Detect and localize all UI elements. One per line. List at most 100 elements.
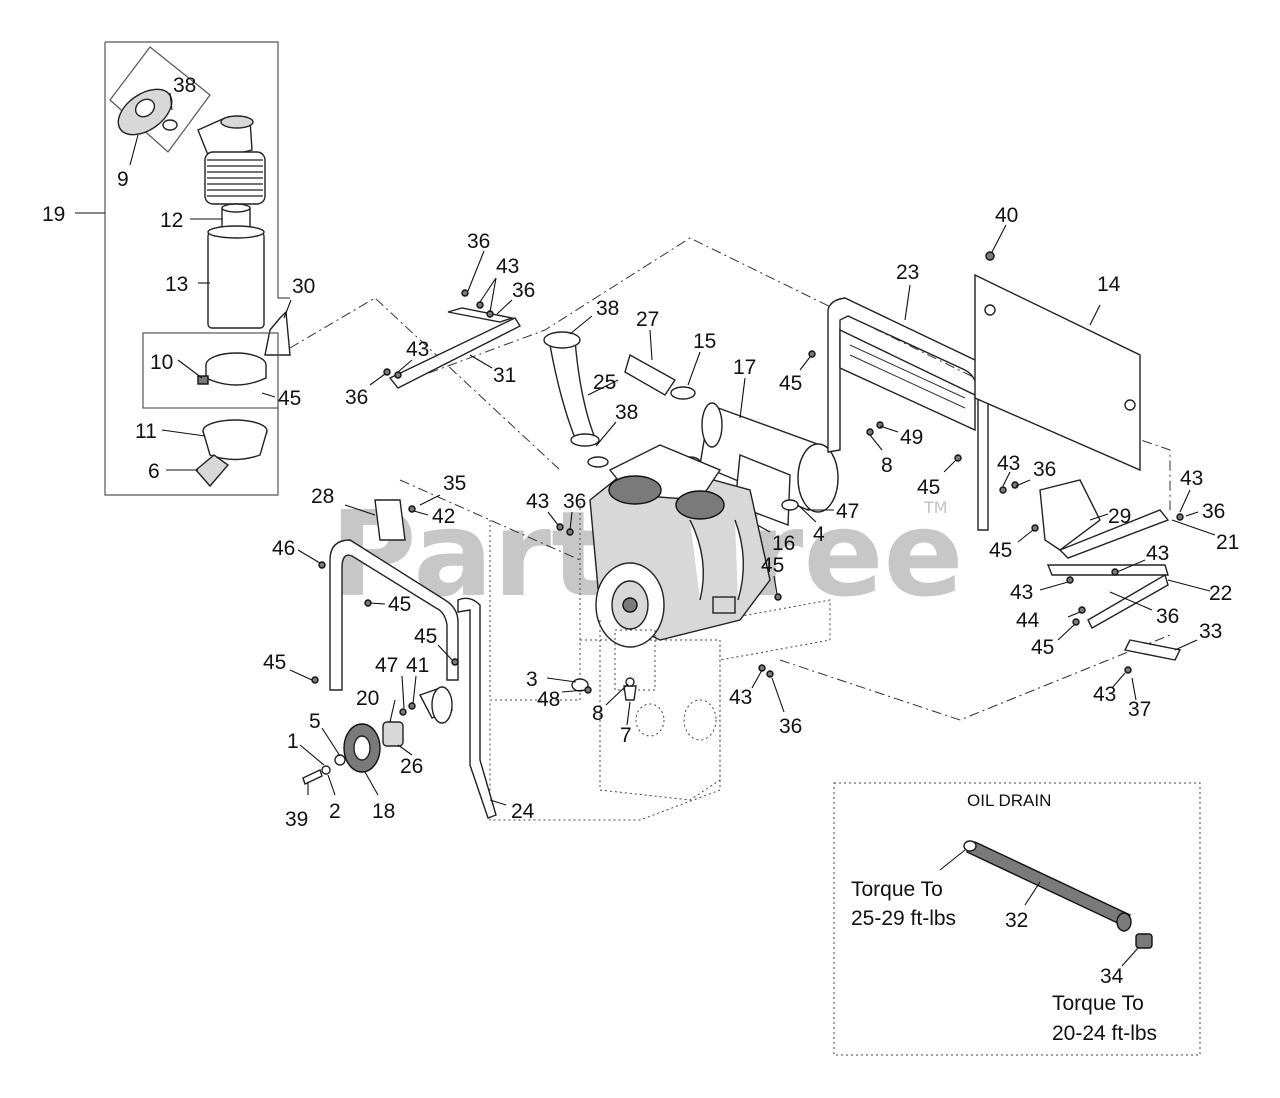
air-cleaner-box-top: [105, 41, 290, 299]
roll-bar-plate: [839, 328, 976, 432]
bracket-21: [1058, 509, 1170, 559]
callout-49: 49: [900, 426, 923, 449]
callout-29: 29: [1108, 505, 1131, 528]
callout-39: 39: [285, 808, 308, 831]
callout-45: 45: [278, 387, 301, 410]
callout-38: 38: [596, 297, 619, 320]
callout-35: 35: [443, 472, 466, 495]
callout-28: 28: [311, 485, 334, 508]
torque-note-a-line2: 25-29 ft-lbs: [851, 907, 956, 930]
inset-border: [833, 782, 1201, 1056]
callout-25: 25: [593, 371, 616, 394]
air-cleaner-box-bottom: [104, 42, 279, 496]
torque-note-b-line1: Torque To: [1052, 992, 1144, 1015]
callout-12: 12: [160, 209, 183, 232]
callout-14: 14: [1097, 273, 1121, 296]
callout-36: 36: [512, 279, 535, 302]
callout-38: 38: [173, 74, 196, 97]
callout-15: 15: [693, 330, 716, 353]
cap-subbox: [109, 46, 211, 153]
primary-element: [207, 231, 265, 329]
callout-8: 8: [592, 702, 604, 725]
callout-19: 19: [42, 203, 65, 226]
band-subbox: [142, 332, 279, 409]
inset-title: OIL DRAIN: [967, 791, 1051, 810]
engine: [589, 444, 771, 648]
callout-5: 5: [309, 710, 321, 733]
center-fittings: [546, 664, 785, 726]
callout-43: 43: [406, 338, 429, 361]
exhaust-clamp-15: [670, 386, 696, 400]
callout-45: 45: [989, 539, 1012, 562]
callout-24: 24: [511, 800, 535, 823]
callout-36: 36: [1156, 605, 1179, 628]
callout-40: 40: [995, 204, 1018, 227]
callout-7: 7: [620, 724, 632, 747]
callout-43: 43: [729, 686, 752, 709]
torque-note-a-line1: Torque To: [851, 878, 943, 901]
watermark-tm: TM: [923, 498, 948, 517]
callout-48: 48: [537, 688, 560, 711]
callout-30: 30: [292, 275, 315, 298]
frame-tube: [329, 539, 459, 691]
callout-1: 1: [287, 730, 299, 753]
bracket-28: [374, 499, 406, 541]
callout-16: 16: [772, 532, 795, 555]
callout-43: 43: [1010, 581, 1033, 604]
plate-33: [1123, 639, 1182, 661]
callout-45: 45: [263, 651, 286, 674]
callout-3: 3: [526, 668, 538, 691]
support-bracket-31: [388, 317, 521, 389]
callout-31: 31: [493, 364, 516, 387]
oil-drain-inset: OIL DRAIN Torque To 25-29 ft-lbs 32 34 T…: [833, 782, 1201, 1056]
vacuator-valve: [195, 454, 230, 488]
callout-20: 20: [356, 687, 379, 710]
callout-22: 22: [1209, 582, 1232, 605]
callout-42: 42: [432, 505, 455, 528]
bracket-31-group: [369, 250, 521, 389]
callout-38: 38: [615, 401, 638, 424]
oil-drain-hose: [965, 841, 1131, 927]
callout-13: 13: [165, 273, 188, 296]
callout-41: 41: [406, 654, 429, 677]
callout-27: 27: [636, 308, 659, 331]
callout-34: 34: [1100, 965, 1124, 988]
callout-36: 36: [1033, 458, 1056, 481]
mount-frame: [599, 620, 721, 801]
left-frame: [289, 494, 782, 819]
callout-4: 4: [813, 523, 825, 546]
callout-43: 43: [1146, 542, 1169, 565]
air-cleaner-group: [75, 41, 292, 496]
callout-43: 43: [496, 255, 519, 278]
callout-26: 26: [400, 755, 423, 778]
pulley-group: [299, 675, 453, 796]
intake-hose: [549, 339, 597, 439]
callout-43: 43: [1093, 683, 1116, 706]
frame-leg-24: [457, 597, 497, 819]
callout-43: 43: [526, 490, 549, 513]
callout-11: 11: [135, 420, 157, 443]
callout-36: 36: [779, 715, 802, 738]
bracket-29: [1039, 479, 1101, 551]
exhaust-pipe-27: [624, 353, 677, 396]
callout-45: 45: [1031, 636, 1054, 659]
intake-hose-group: [543, 315, 619, 468]
callout-45: 45: [779, 372, 802, 395]
drain-plug: [1135, 933, 1153, 949]
bracket-22a: [1046, 564, 1169, 576]
bracket-22b: [1087, 573, 1169, 629]
callout-32: 32: [1005, 909, 1028, 932]
callout-8: 8: [881, 454, 893, 477]
callout-46: 46: [272, 537, 295, 560]
callout-45: 45: [761, 554, 784, 577]
callout-33: 33: [1199, 620, 1222, 643]
callout-45: 45: [917, 476, 940, 499]
callout-labels: 19 38 9 12 13 30 10 45 11 6 36 43 36 31 …: [42, 74, 1239, 831]
callout-36: 36: [563, 490, 586, 513]
callout-36: 36: [345, 386, 368, 409]
callout-45: 45: [388, 593, 411, 616]
callout-44: 44: [1016, 609, 1040, 632]
torque-note-b-line2: 20-24 ft-lbs: [1052, 1022, 1157, 1045]
callout-36: 36: [1202, 500, 1225, 523]
